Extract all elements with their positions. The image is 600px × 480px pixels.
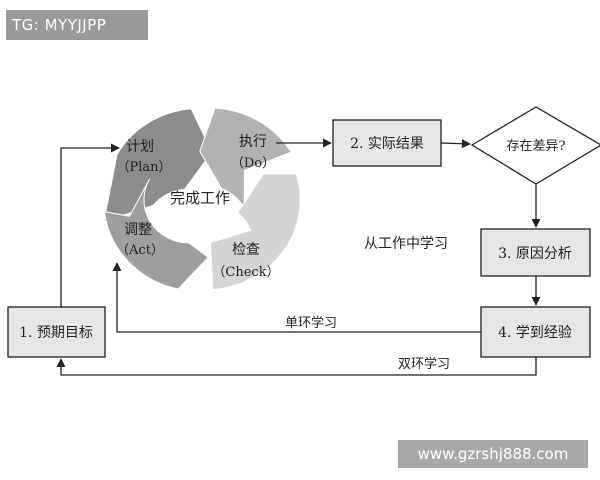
cycle-segment-plan [103, 108, 213, 223]
segment-check-label: 检查 [232, 242, 260, 258]
arrow-result-to-diff [440, 139, 471, 149]
diamond-diff [470, 106, 600, 185]
learn-from-work-label: 从工作中学习 [364, 236, 448, 252]
box-learn-label: 4. 学到经验 [498, 325, 572, 341]
segment-act-label: 调整 [124, 222, 152, 238]
segment-check-sub: （Check） [212, 265, 279, 280]
double-loop-label: 双环学习 [398, 356, 450, 372]
watermark-top: TG: MYYJJPP [6, 10, 148, 40]
cycle-segment-check [209, 173, 301, 291]
watermark-bottom: www.gzrshj888.com [398, 440, 588, 468]
segment-do-sub: （Do） [231, 156, 275, 171]
box-result-label: 2. 实际结果 [350, 136, 424, 152]
cycle-segment-do [199, 107, 292, 211]
arrow-single-loop [112, 262, 481, 333]
box-cause-label: 3. 原因分析 [498, 246, 572, 262]
box-goal [7, 306, 106, 358]
arrow-goal-to-plan [60, 143, 120, 307]
cycle-center-label: 完成工作 [170, 189, 230, 207]
box-goal-label: 1. 预期目标 [19, 325, 93, 341]
diamond-diff-label: 存在差异? [507, 139, 566, 154]
arrow-double-loop [56, 357, 537, 376]
single-loop-label: 单环学习 [285, 315, 337, 331]
segment-plan-sub: （Plan） [116, 160, 171, 175]
box-result [332, 119, 442, 167]
segment-plan-label: 计划 [126, 139, 154, 155]
segment-do-label: 执行 [239, 134, 267, 150]
segment-act-sub: （Act） [116, 243, 164, 258]
cycle-segment-act [103, 178, 210, 290]
pdca-cycle [103, 107, 301, 291]
